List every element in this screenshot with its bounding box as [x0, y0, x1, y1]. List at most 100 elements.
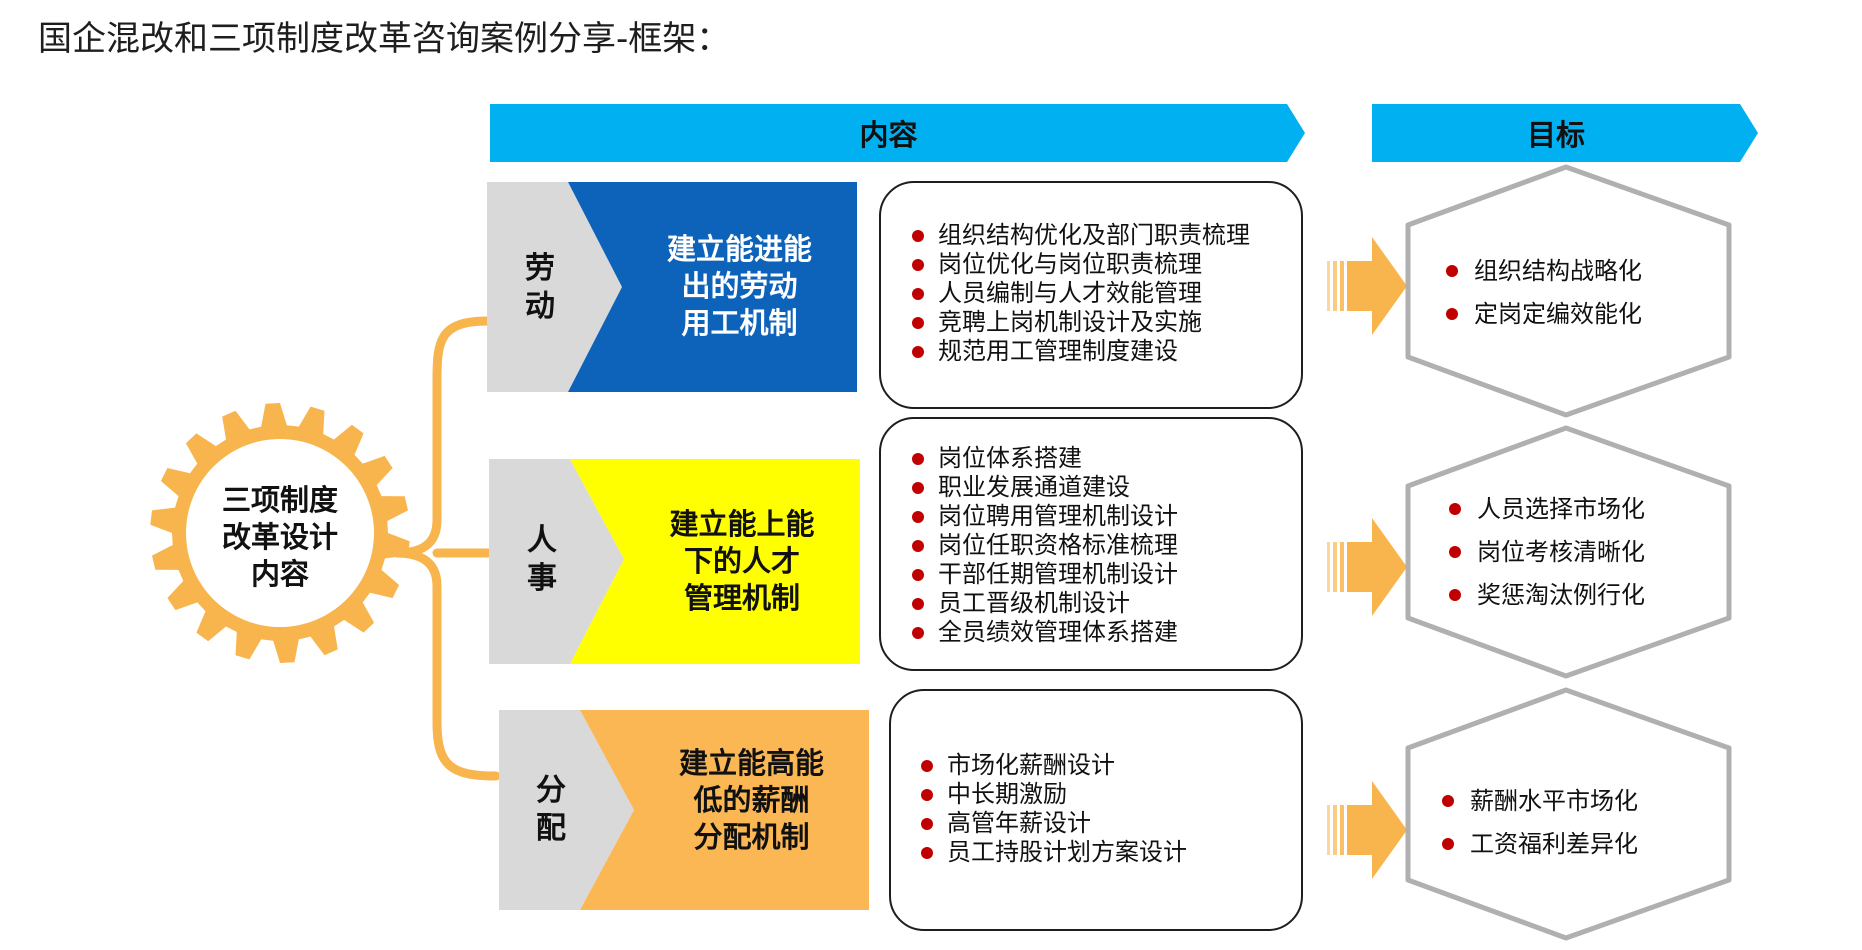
goal-item: 奖惩淘汰例行化 — [1443, 574, 1645, 617]
gear-label-line-2: 改革设计 — [221, 520, 338, 554]
bullet-icon — [921, 818, 933, 830]
content-list-labor: 组织结构优化及部门职责梳理 岗位优化与岗位职责梳理 人员编制与人才效能管理 竞聘… — [906, 221, 1250, 366]
category-chevron-labor — [487, 182, 622, 392]
goal-item: 工资福利差异化 — [1436, 823, 1638, 866]
mechanism-block-personnel — [570, 459, 860, 664]
bullet-icon — [1446, 265, 1458, 277]
arrow-icon-distribution — [1327, 781, 1407, 879]
bullet-icon — [912, 569, 924, 581]
page-title: 国企混改和三项制度改革咨询案例分享-框架： — [38, 19, 731, 59]
category-chevron-distribution — [499, 710, 634, 910]
gear-label-line-1: 三项制度 — [221, 483, 338, 517]
goal-item: 组织结构战略化 — [1440, 250, 1642, 293]
list-item: 人员编制与人才效能管理 — [906, 279, 1250, 308]
list-item: 岗位优化与岗位职责梳理 — [906, 250, 1250, 279]
bullet-icon — [912, 259, 924, 271]
bullet-icon — [921, 847, 933, 859]
bullet-icon — [912, 598, 924, 610]
goal-item: 人员选择市场化 — [1443, 488, 1645, 531]
list-item: 组织结构优化及部门职责梳理 — [906, 221, 1250, 250]
goal-header-banner — [1372, 104, 1758, 162]
bullet-icon — [1449, 503, 1461, 515]
mechanism-label-labor: 建立能进能 出的劳动 用工机制 — [622, 231, 857, 342]
content-header-label: 内容 — [859, 118, 918, 152]
goal-hexagon-distribution — [1405, 687, 1732, 941]
category-label-char: 劳 — [525, 251, 555, 286]
bullet-icon — [912, 482, 924, 494]
bullet-icon — [912, 627, 924, 639]
mechanism-label-line: 建立能高能 — [678, 746, 824, 780]
content-box-labor — [879, 181, 1303, 409]
goal-header-label: 目标 — [1526, 118, 1585, 152]
bullet-icon — [1442, 795, 1454, 807]
mechanism-label-line: 用工机制 — [681, 306, 798, 340]
mechanism-label-line: 建立能上能 — [669, 507, 815, 541]
category-chevron-personnel — [489, 459, 624, 664]
bullet-icon — [1449, 546, 1461, 558]
category-label-distribution: 分 配 — [521, 772, 581, 848]
category-label-char: 事 — [527, 561, 557, 596]
category-label-char: 分 — [536, 773, 566, 808]
goal-hexagon-labor — [1405, 164, 1732, 418]
list-item: 岗位任职资格标准梳理 — [906, 531, 1178, 560]
list-item: 岗位聘用管理机制设计 — [906, 502, 1178, 531]
goal-item: 薪酬水平市场化 — [1436, 780, 1638, 823]
bullet-icon — [921, 760, 933, 772]
list-item: 全员绩效管理体系搭建 — [906, 618, 1178, 647]
list-item: 高管年薪设计 — [915, 809, 1187, 838]
list-item: 市场化薪酬设计 — [915, 751, 1187, 780]
mechanism-block-labor — [568, 182, 857, 392]
content-box-personnel — [879, 417, 1303, 671]
bullet-icon — [912, 511, 924, 523]
bullet-icon — [1442, 838, 1454, 850]
goal-item: 定岗定编效能化 — [1440, 293, 1642, 336]
gear-center — [186, 439, 374, 627]
mechanism-label-personnel: 建立能上能 下的人才 管理机制 — [624, 506, 860, 617]
bullet-icon — [912, 230, 924, 242]
bullet-icon — [912, 453, 924, 465]
category-label-personnel: 人 事 — [512, 522, 572, 598]
gear-icon — [150, 403, 410, 663]
category-label-char: 动 — [525, 289, 555, 324]
bullet-icon — [1446, 308, 1458, 320]
bullet-icon — [921, 789, 933, 801]
arrow-icon-labor — [1327, 237, 1407, 335]
mechanism-block-distribution — [580, 710, 869, 910]
goal-hexagon-personnel — [1405, 425, 1732, 679]
category-label-char: 配 — [536, 811, 566, 846]
list-item: 员工持股计划方案设计 — [915, 838, 1187, 867]
bullet-icon — [912, 317, 924, 329]
mechanism-label-line: 下的人才 — [683, 544, 800, 578]
goal-list-personnel: 人员选择市场化 岗位考核清晰化 奖惩淘汰例行化 — [1443, 488, 1645, 617]
list-item: 职业发展通道建设 — [906, 473, 1178, 502]
bullet-icon — [912, 540, 924, 552]
gear-label-line-3: 内容 — [250, 557, 309, 591]
category-label-labor: 劳 动 — [510, 250, 570, 326]
bullet-icon — [912, 346, 924, 358]
mechanism-label-line: 管理机制 — [683, 581, 800, 615]
category-label-char: 人 — [527, 523, 557, 558]
bullet-icon — [912, 288, 924, 300]
bullet-icon — [1449, 589, 1461, 601]
mechanism-label-distribution: 建立能高能 低的薪酬 分配机制 — [634, 745, 869, 856]
mechanism-label-line: 分配机制 — [693, 820, 810, 854]
content-box-distribution — [889, 689, 1303, 931]
mechanism-label-line: 出的劳动 — [681, 269, 798, 303]
list-item: 干部任期管理机制设计 — [906, 560, 1178, 589]
goal-list-distribution: 薪酬水平市场化 工资福利差异化 — [1436, 780, 1638, 866]
goal-item: 岗位考核清晰化 — [1443, 531, 1645, 574]
goal-list-labor: 组织结构战略化 定岗定编效能化 — [1440, 250, 1642, 336]
content-list-distribution: 市场化薪酬设计 中长期激励 高管年薪设计 员工持股计划方案设计 — [915, 751, 1187, 867]
gear-center-label: 三项制度 改革设计 内容 — [200, 482, 360, 593]
list-item: 竞聘上岗机制设计及实施 — [906, 308, 1250, 337]
content-header-banner — [490, 104, 1305, 162]
mechanism-label-line: 建立能进能 — [666, 232, 812, 266]
arrow-icon-personnel — [1327, 518, 1407, 616]
content-list-personnel: 岗位体系搭建 职业发展通道建设 岗位聘用管理机制设计 岗位任职资格标准梳理 干部… — [906, 444, 1178, 647]
list-item: 员工晋级机制设计 — [906, 589, 1178, 618]
list-item: 中长期激励 — [915, 780, 1187, 809]
mechanism-label-line: 低的薪酬 — [693, 783, 810, 817]
list-item: 规范用工管理制度建设 — [906, 337, 1250, 366]
list-item: 岗位体系搭建 — [906, 444, 1178, 473]
